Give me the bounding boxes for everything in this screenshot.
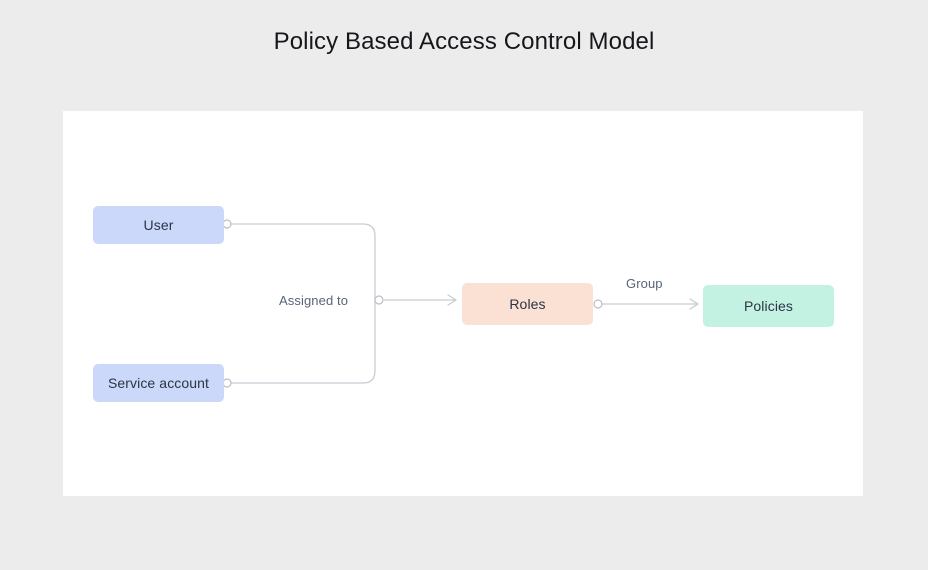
node-user[interactable]: User [93, 206, 224, 244]
node-policies[interactable]: Policies [703, 285, 834, 327]
node-roles[interactable]: Roles [462, 283, 593, 325]
edge-label-group: Group [626, 276, 663, 291]
page-title: Policy Based Access Control Model [273, 28, 655, 55]
node-service-account[interactable]: Service account [93, 364, 224, 402]
edge-label-assigned-to: Assigned to [279, 293, 349, 308]
